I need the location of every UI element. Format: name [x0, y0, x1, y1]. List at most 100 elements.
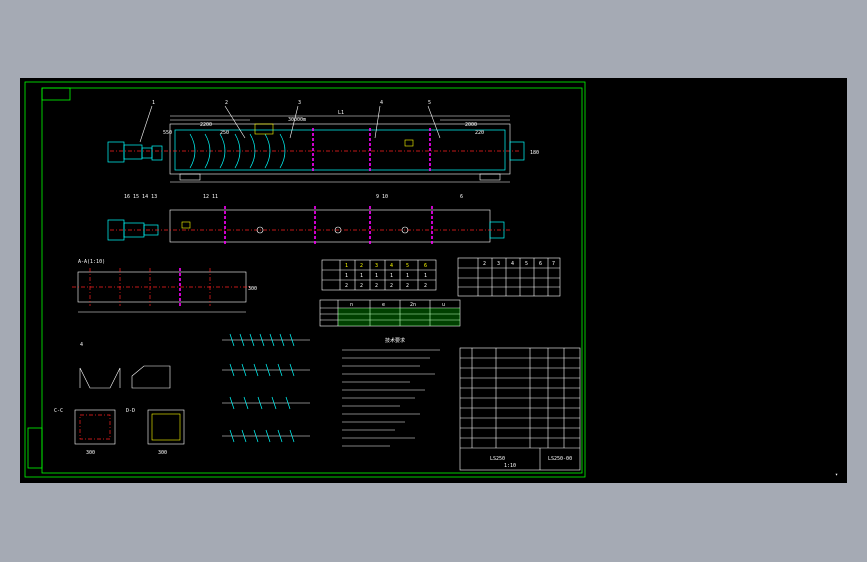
screw-2-flights: [229, 363, 295, 377]
section-a-label: A-A(1:10): [78, 259, 105, 265]
tm-head-4: u: [442, 302, 445, 308]
foot-left: [179, 173, 201, 181]
table-left-frame: [321, 259, 437, 291]
cad-drawing: L1 2200 2000 250 550 220 180 30000m 1 2 …: [24, 81, 838, 478]
parts-list-frame: [459, 347, 581, 471]
tail-bearing: [509, 141, 525, 161]
plan-mark: [181, 221, 191, 229]
tl-head-3: 3: [375, 263, 378, 269]
drawing-number: LS250-00: [548, 456, 572, 462]
tm-head-1: n: [350, 302, 353, 308]
motor-body: [107, 141, 125, 163]
inner-frame: [41, 87, 583, 474]
inlet: [254, 123, 274, 135]
dim-mid-label: 30000m: [288, 117, 306, 123]
tl-cell: 2: [406, 283, 409, 289]
leader-4: [374, 105, 381, 139]
tl-cell: 1: [406, 273, 409, 279]
lower-callout-c: 9 10: [376, 194, 388, 200]
section-a: A-A(1:10) 300: [72, 259, 257, 313]
section-a-right-dim: 300: [248, 286, 257, 292]
tr-head-6: 7: [552, 261, 555, 267]
foot-right: [479, 173, 501, 181]
table-mid-frame: [319, 299, 461, 327]
leader-5: [427, 105, 441, 139]
bearing-housing: [151, 145, 163, 161]
screw-1-flights: [229, 333, 295, 347]
table-right: 2 3 4 5 6 7: [457, 257, 561, 297]
tl-cell: 1: [390, 273, 393, 279]
dim-short-b: 550: [163, 130, 172, 136]
dim-height: 180: [530, 150, 539, 156]
screw-3-flights: [229, 396, 291, 410]
plan-hole-2: [334, 226, 342, 234]
tr-head-4: 5: [525, 261, 528, 267]
screw-flights: [189, 133, 286, 169]
tl-cell: 2: [375, 283, 378, 289]
lower-callout-d: 6: [460, 194, 463, 200]
table-left: 1 2 3 4 5 6 1 1 1 1 1 1 2 2 2 2 2 2: [321, 259, 437, 291]
leader-1: [139, 105, 153, 143]
callout-1: 1: [152, 100, 155, 106]
cad-canvas[interactable]: L1 2200 2000 250 550 220 180 30000m 1 2 …: [20, 78, 847, 483]
tl-cell: 2: [390, 283, 393, 289]
tl-cell: 1: [345, 273, 348, 279]
tm-head-3: 2n: [410, 302, 416, 308]
tr-head-5: 6: [539, 261, 542, 267]
tm-fill: [338, 308, 460, 326]
title-left-note: LS250: [490, 456, 505, 462]
trough-inner: [174, 129, 506, 171]
detail-bracket: [131, 365, 171, 389]
dim-small: 220: [475, 130, 484, 136]
left-stamp-box: [27, 427, 43, 469]
tl-head-5: 5: [406, 263, 409, 269]
plan-view: 16 15 14 13 12 11 9 10 6: [107, 194, 510, 246]
title-block: LS250 LS250-00 1:10: [459, 347, 581, 471]
tl-head-6: 6: [424, 263, 427, 269]
tl-cell: 1: [424, 273, 427, 279]
plan-trough: [169, 209, 491, 243]
outer-frame: [24, 81, 586, 478]
plan-hole-3: [401, 226, 409, 234]
tl-head-1: 1: [345, 263, 348, 269]
outlet-mark: [404, 139, 414, 147]
corner-box: [41, 87, 71, 101]
dim-overall-label: L1: [338, 110, 344, 116]
detail-c-dim: 300: [86, 450, 95, 456]
tl-cell: 2: [345, 283, 348, 289]
tl-cell: 2: [360, 283, 363, 289]
detail-d-inner: [151, 413, 181, 441]
lower-callout-a: 16 15 14 13: [124, 194, 157, 200]
lower-callout-b: 12 11: [203, 194, 218, 200]
tech-notes: 技术要求: [342, 337, 440, 447]
dim-right-label: 2000: [465, 122, 477, 128]
leader-2: [224, 105, 246, 139]
tl-head-2: 2: [360, 263, 363, 269]
notes-header: 技术要求: [385, 337, 405, 344]
dim-left-label: 2200: [200, 122, 212, 128]
screw-sketches: [222, 333, 310, 443]
ucs-marker: ▾: [835, 472, 838, 478]
detail-saddle: [79, 367, 121, 389]
table-right-frame: [457, 257, 561, 297]
detail-d: [147, 409, 185, 445]
detail-c-inner: [79, 414, 111, 440]
elevation-view: L1 2200 2000 250 550 220 180 30000m 1 2 …: [107, 100, 539, 183]
tl-cell: 1: [375, 273, 378, 279]
coupling: [141, 147, 153, 159]
callout-2: 2: [225, 100, 228, 106]
screw-4-flights: [229, 429, 295, 443]
tm-head-2: e: [382, 302, 385, 308]
detail-label: 4: [80, 342, 83, 348]
leader-3: [289, 105, 299, 139]
scale-mark: 1:10: [504, 463, 516, 469]
tr-head-1: 2: [483, 261, 486, 267]
tl-cell: 1: [360, 273, 363, 279]
dim-short-a: 250: [220, 130, 229, 136]
detail-c: [74, 409, 116, 445]
tl-cell: 2: [424, 283, 427, 289]
plan-hole-1: [256, 226, 264, 234]
detail-d-label: D-D: [126, 408, 135, 414]
callout-3: 3: [298, 100, 301, 106]
detail-views: 4 C-C D-D 300 300: [54, 342, 185, 456]
